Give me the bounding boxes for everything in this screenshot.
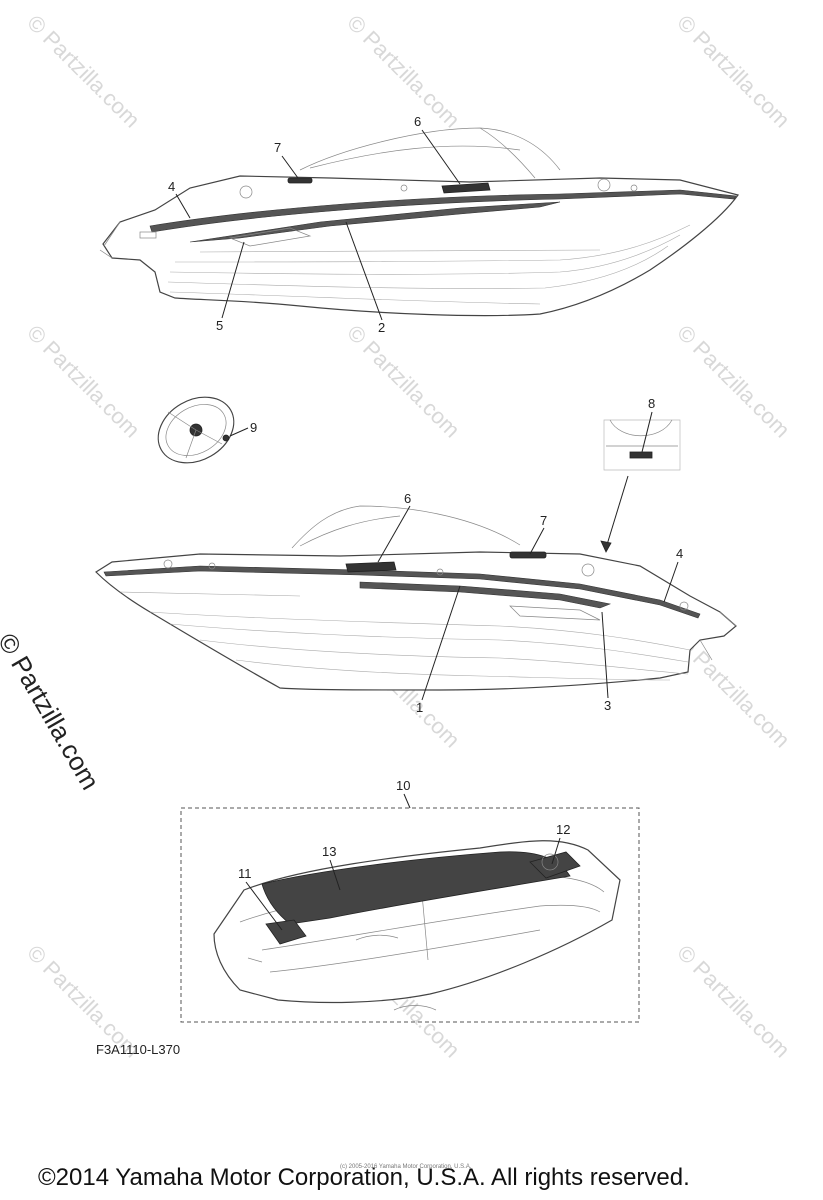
callout-10: 10	[396, 778, 410, 793]
detail-inset	[603, 419, 681, 471]
top-boat	[99, 127, 739, 317]
callout-1: 1	[416, 700, 423, 715]
callout-4: 4	[168, 179, 175, 194]
callout-13: 13	[322, 844, 336, 859]
callout-11: 11	[238, 866, 252, 881]
fine-print: (c) 2005-2016 Yamaha Motor Corporation, …	[340, 1164, 472, 1170]
callout-9: 9	[250, 420, 257, 435]
bottom-callouts: 6 7 4 1 3	[377, 491, 683, 715]
callout-7b: 7	[540, 513, 547, 528]
steering-wheel	[157, 396, 235, 464]
callout-12: 12	[556, 822, 570, 837]
callout-4b: 4	[676, 546, 683, 561]
diagram-code: F3A1110-L370	[96, 1042, 181, 1057]
copyright-notice: ©2014 Yamaha Motor Corporation, U.S.A. A…	[38, 1164, 690, 1191]
callout-3: 3	[604, 698, 611, 713]
callout-7: 7	[274, 140, 281, 155]
bottom-boat	[95, 505, 737, 691]
callout-5: 5	[216, 318, 223, 333]
callout-2: 2	[378, 320, 385, 335]
top-callouts: 4 7 6 5 2	[168, 114, 461, 335]
callout-6: 6	[414, 114, 421, 129]
mat-kit-tray	[213, 840, 621, 1011]
callout-8: 8	[648, 396, 655, 411]
callout-6b: 6	[404, 491, 411, 506]
